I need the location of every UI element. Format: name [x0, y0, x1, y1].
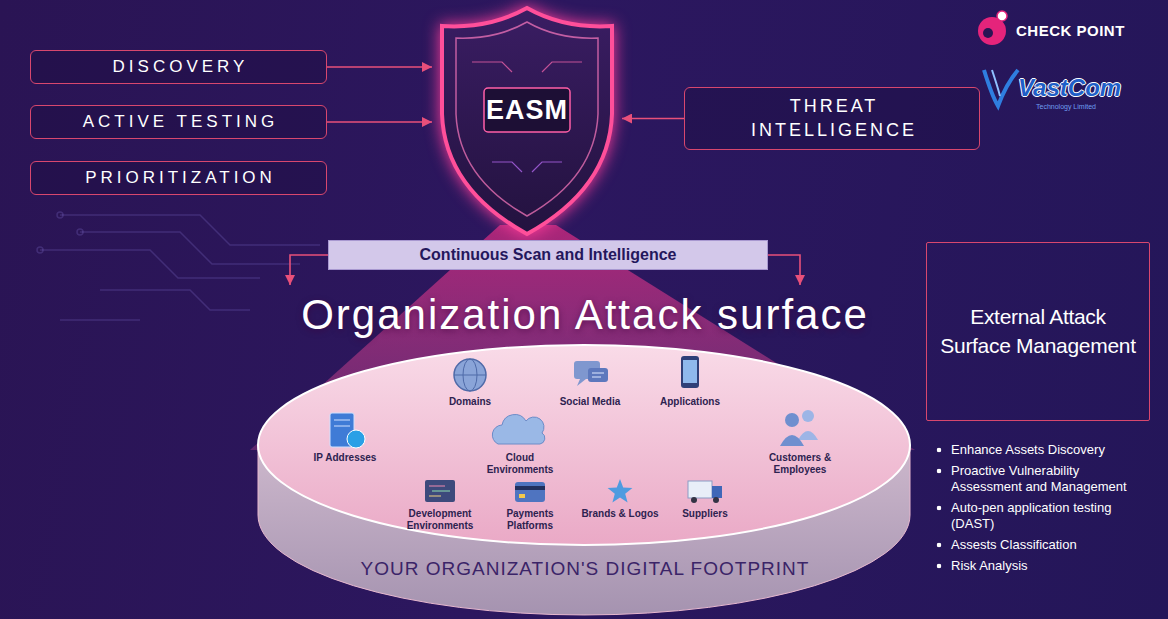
scan-band: Continuous Scan and Intelligence — [328, 240, 768, 270]
circuit-lines — [37, 212, 320, 320]
bullet-item: Auto-pen application testing (DAST) — [935, 500, 1150, 532]
icon-label: Brands & Logos — [578, 508, 662, 520]
stage-box: DISCOVERY — [30, 50, 327, 84]
box-label: ACTIVE TESTING — [83, 112, 279, 132]
arrow-connector — [327, 66, 432, 68]
logo-subtext: Technology Limited — [1036, 103, 1096, 110]
icon-label: Suppliers — [663, 508, 747, 520]
bullet-item: Assests Classification — [935, 537, 1150, 553]
arrow-connector — [768, 255, 800, 285]
stage-box: PRIORITIZATION — [30, 161, 327, 195]
box-label: THREAT INTELLIGENCE — [709, 95, 959, 142]
icon-label: Social Media — [548, 396, 632, 408]
asset-icons — [330, 356, 818, 503]
arrow-connector — [290, 255, 328, 285]
icon-label: Development Environments — [398, 508, 482, 532]
icon-label: Domains — [428, 396, 512, 408]
icon-label: Payments Platforms — [488, 508, 572, 532]
icon-label: IP Addresses — [303, 452, 387, 464]
attack-surface-platform: Organization Attack surfaceYOUR ORGANIZA… — [240, 285, 930, 600]
bullet-list: Enhance Assets DiscoveryProactive Vulner… — [935, 442, 1150, 574]
box-label: DISCOVERY — [113, 57, 249, 77]
arrow-connector — [622, 118, 684, 120]
input-box: THREAT INTELLIGENCE — [684, 87, 980, 150]
logos — [978, 11, 1018, 106]
icon-label: Cloud Environments — [478, 452, 562, 476]
bullet-item: Proactive Vulnerability Assessment and M… — [935, 463, 1150, 495]
platform-label: Organization Attack surface — [240, 291, 930, 339]
bullet-item: Enhance Assets Discovery — [935, 442, 1150, 458]
box-title: External Attack Surface Management — [939, 303, 1137, 360]
arrow-connector — [327, 121, 432, 123]
shield-badge: EASM — [432, 2, 622, 238]
badge-label: EASM — [432, 88, 622, 132]
platform-label: YOUR ORGANIZATION'S DIGITAL FOOTPRINT — [240, 558, 930, 580]
bullet-item: Risk Analysis — [935, 558, 1150, 574]
icon-label: Applications — [648, 396, 732, 408]
band-label: Continuous Scan and Intelligence — [420, 246, 677, 264]
icon-label: Customers & Employees — [758, 452, 842, 476]
stage-box: ACTIVE TESTING — [30, 105, 327, 139]
box-label: PRIORITIZATION — [85, 168, 276, 188]
logo-text: CHECK POINT — [1016, 22, 1125, 39]
title-box: External Attack Surface Management — [926, 242, 1150, 421]
logo-text: VastCom — [1018, 74, 1121, 102]
